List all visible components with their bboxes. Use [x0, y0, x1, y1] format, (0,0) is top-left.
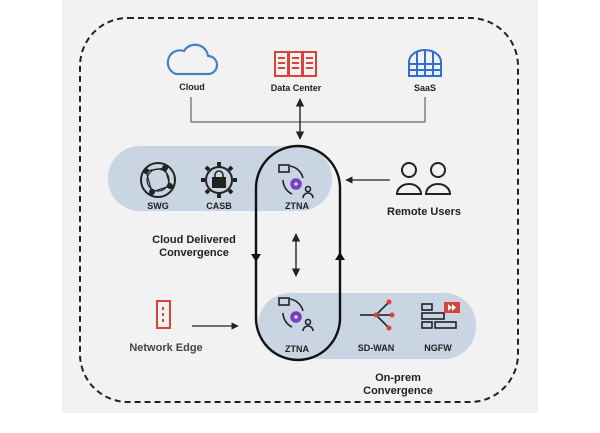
data-center-icon [274, 51, 317, 77]
loop-down-arrow [251, 254, 261, 262]
cloud-convergence-title-line2: Convergence [159, 247, 229, 259]
network-edge-label: Network Edge [129, 342, 202, 354]
sdwan-icon [360, 299, 395, 331]
globe-icon [140, 162, 176, 198]
cloud-icon [166, 43, 219, 76]
ztna-onprem-label: ZTNA [285, 344, 309, 354]
loop-up-arrow [335, 252, 345, 260]
cloud-label: Cloud [179, 82, 205, 92]
top-connector [190, 97, 426, 123]
cloud-convergence-title-line1: Cloud Delivered [152, 234, 236, 246]
sdwan-label: SD-WAN [358, 343, 395, 353]
data-center-label: Data Center [271, 83, 322, 93]
ztna-icon [278, 297, 314, 332]
swg-label: SWG [147, 201, 169, 211]
dashed-boundary [79, 17, 519, 403]
onprem-convergence-title-line1: On-prem [375, 372, 421, 384]
ngfw-label: NGFW [424, 343, 452, 353]
ztna-cloud-label: ZTNA [285, 201, 309, 211]
network-edge-icon [156, 300, 171, 329]
onprem-convergence-title-line2: Convergence [363, 385, 433, 397]
firewall-icon [421, 302, 460, 329]
gear-lock-icon [201, 162, 237, 198]
saas-icon [408, 49, 442, 77]
remote-users-label: Remote Users [387, 206, 461, 218]
users-icon [395, 162, 452, 195]
ztna-icon [278, 164, 314, 199]
saas-label: SaaS [414, 83, 436, 93]
casb-label: CASB [206, 201, 232, 211]
